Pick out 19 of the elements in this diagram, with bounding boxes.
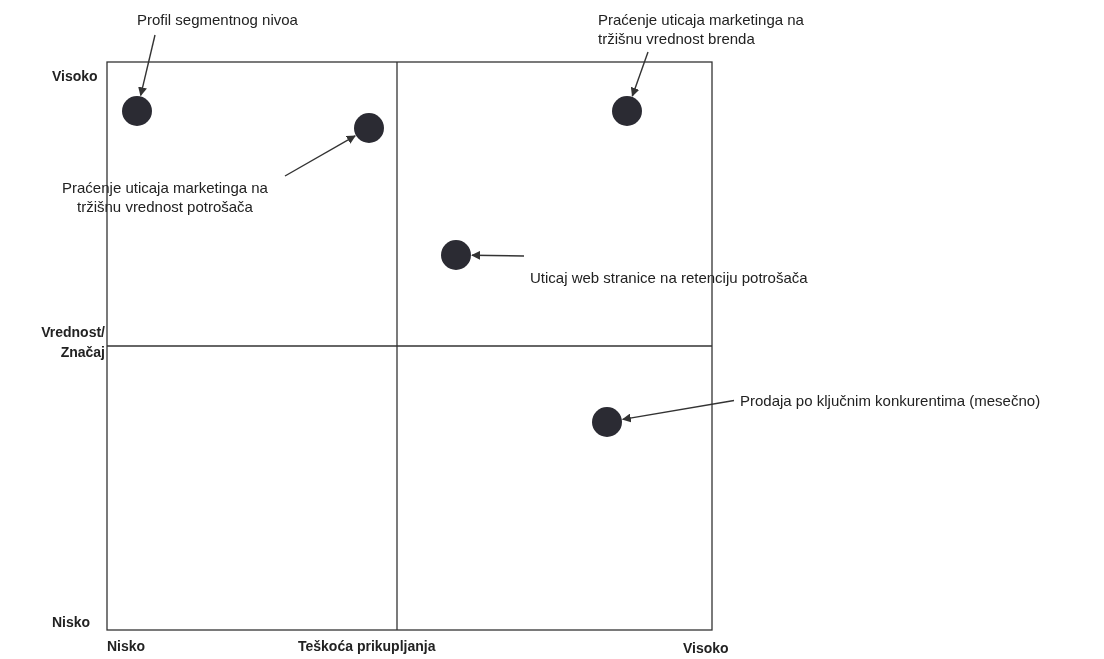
axis-title: Teškoća prikupljanja	[298, 637, 436, 656]
arrow	[630, 51, 649, 97]
annotation-text: Prodaja po ključnim konkurentima (mesečno)	[740, 391, 1080, 410]
axis-label: Visoko	[52, 67, 98, 86]
annotation-text: Profil segmentnog nivoa	[137, 10, 377, 29]
data-point-dot	[592, 407, 622, 437]
axis-label: Nisko	[107, 637, 146, 656]
axis-title: Vrednost/ Značaj	[40, 323, 105, 362]
data-point-dot	[122, 96, 152, 126]
arrow	[138, 34, 156, 97]
annotation-text: Praćenje uticaja marketinga na tržišnu vrednost brenda	[598, 10, 838, 48]
data-point-dot	[354, 113, 384, 143]
arrow	[621, 399, 735, 423]
axis-label: Nisko	[52, 613, 91, 632]
arrow	[471, 250, 525, 260]
axis-label: Visoko	[683, 639, 729, 658]
data-point-dot	[612, 96, 642, 126]
data-point-dot	[441, 240, 471, 270]
arrow	[284, 135, 356, 177]
